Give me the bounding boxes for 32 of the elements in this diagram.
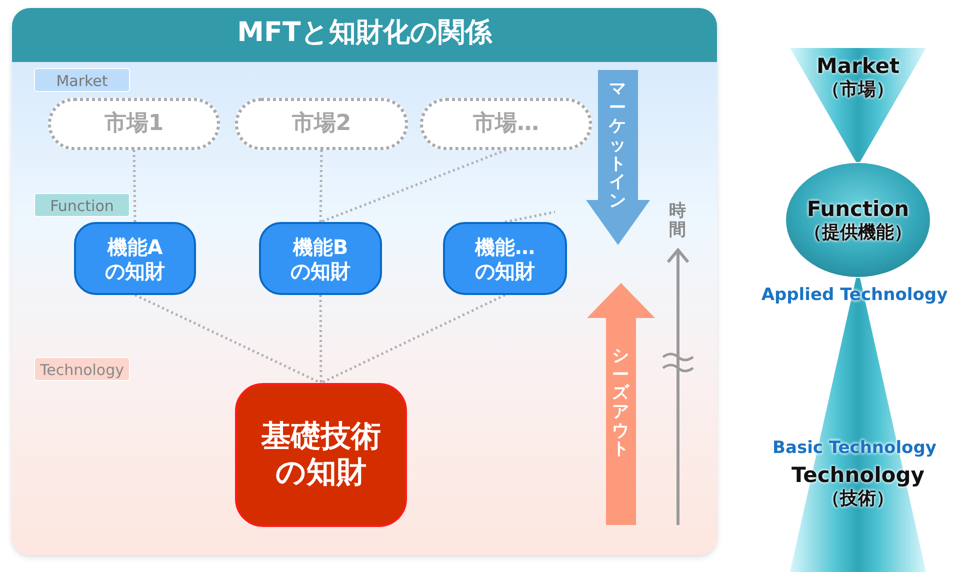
node-label: Function: [806, 196, 910, 222]
function-box: [443, 222, 567, 295]
function-box: [259, 222, 382, 295]
arrow-label: マーケットイン: [609, 80, 626, 211]
dotted-line: [319, 150, 323, 222]
function-sphere: [786, 163, 930, 277]
node-label: 市場…: [473, 110, 539, 138]
dotted-line: [319, 295, 322, 383]
node-label: 機能Aの知財: [104, 234, 166, 282]
node-sublabel: （提供機能）: [804, 222, 912, 244]
layer-tag: Function: [34, 193, 130, 217]
node-label: 基礎技術の知財: [260, 419, 382, 491]
node-label: 機能Bの知財: [290, 234, 352, 282]
node-label: Market: [816, 54, 900, 79]
arrow-label: シーズアウト: [612, 347, 629, 460]
dotted-line: [320, 148, 506, 224]
node-label: 市場2: [292, 110, 352, 138]
funnel-triangle: [790, 48, 926, 162]
axis-label: 時間: [669, 202, 686, 240]
dotted-line: [134, 294, 322, 384]
title: MFTと知財化の関係: [236, 16, 494, 50]
function-box: [74, 222, 196, 295]
technology-box: [235, 383, 407, 527]
layer-tag: Market: [34, 68, 130, 92]
node-sublabel: （市場）: [822, 79, 894, 101]
node-label: 市場1: [104, 110, 164, 138]
dotted-line: [132, 150, 136, 222]
layer-tag: Technology: [34, 357, 130, 381]
node-label: 機能…の知財: [474, 234, 536, 282]
dotted-line: [504, 210, 556, 224]
node-sublabel: （技術）: [822, 488, 894, 510]
dotted-line: [320, 294, 506, 384]
